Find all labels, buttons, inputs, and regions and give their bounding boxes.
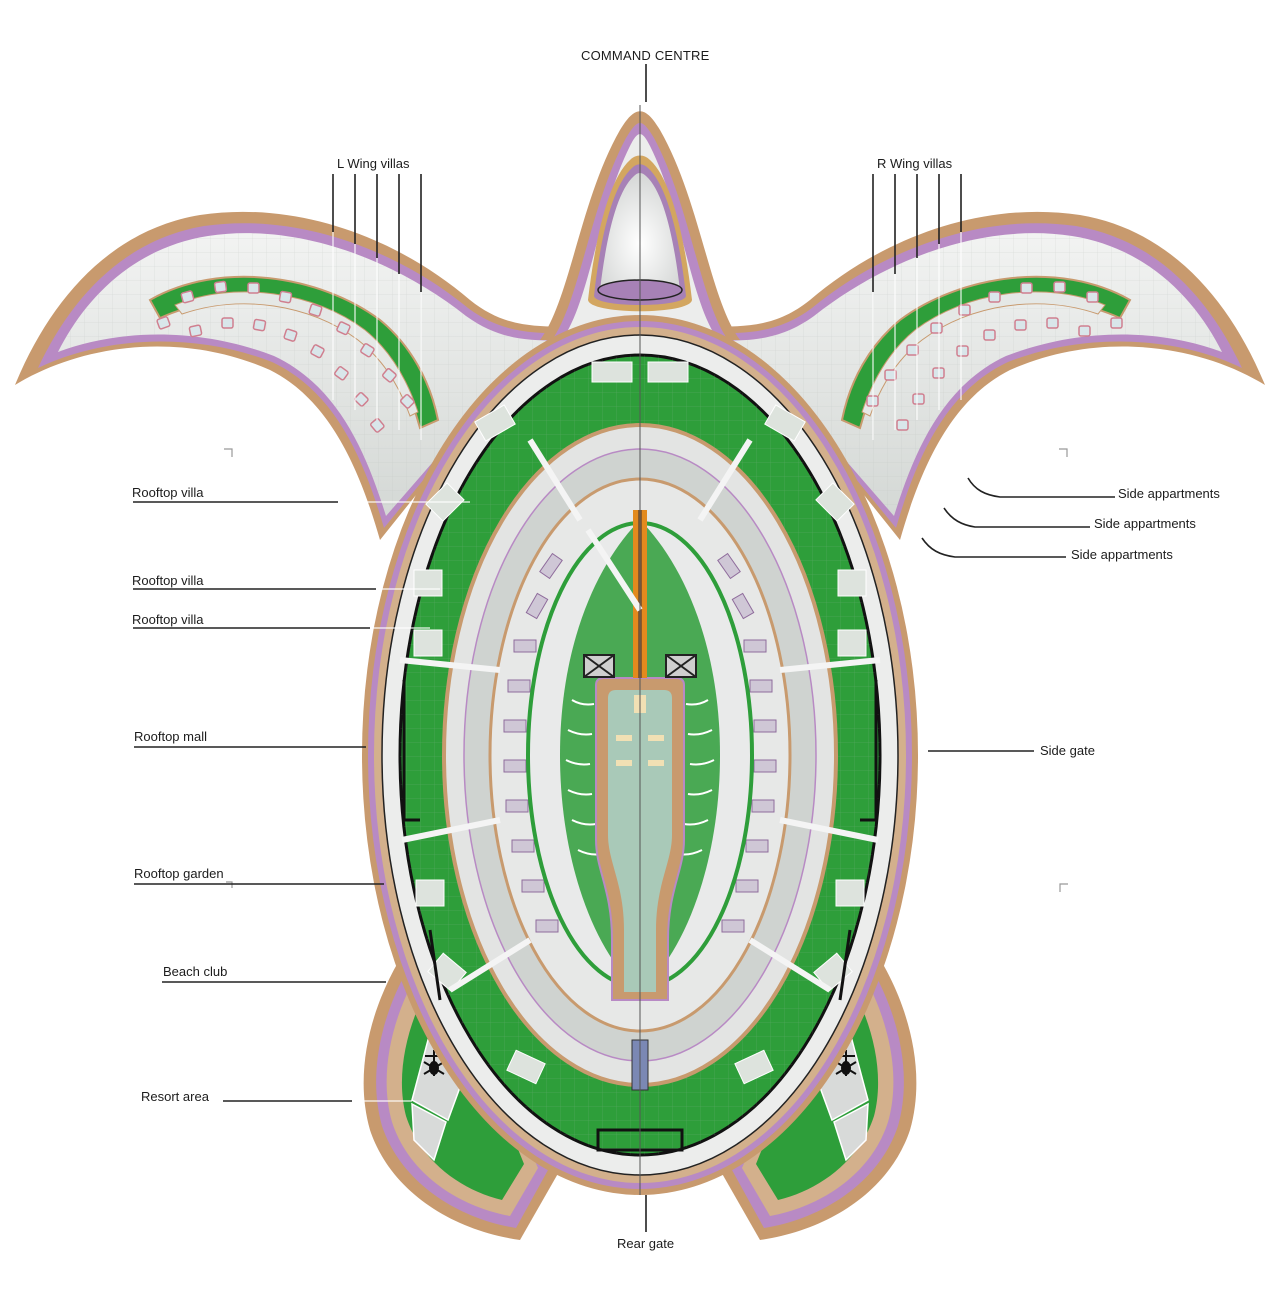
label-r-wing-villas: R Wing villas [877, 156, 953, 171]
label-side-appartments-2: Side appartments [1094, 516, 1196, 531]
label-rooftop-villa-2: Rooftop villa [132, 573, 204, 588]
right-wing [640, 211, 1265, 540]
corner-markers [224, 448, 1068, 892]
label-resort-area: Resort area [141, 1089, 209, 1104]
label-command-centre: COMMAND CENTRE [581, 48, 710, 63]
label-rear-gate: Rear gate [617, 1236, 675, 1251]
label-rooftop-villa-3: Rooftop villa [132, 612, 204, 627]
label-side-gate: Side gate [1040, 743, 1095, 758]
shell-body [362, 105, 918, 1195]
label-beach-club: Beach club [163, 964, 228, 979]
label-rooftop-villa-1: Rooftop villa [132, 485, 204, 500]
label-rooftop-mall: Rooftop mall [134, 729, 207, 744]
helipad-icon [423, 1050, 445, 1076]
label-rooftop-garden: Rooftop garden [134, 866, 224, 881]
label-side-appartments-1: Side appartments [1118, 486, 1220, 501]
left-wing [15, 211, 640, 540]
label-l-wing-villas: L Wing villas [337, 156, 410, 171]
label-side-appartments-3: Side appartments [1071, 547, 1173, 562]
helipad-icon [835, 1050, 857, 1076]
leader-lines [133, 64, 1115, 1232]
